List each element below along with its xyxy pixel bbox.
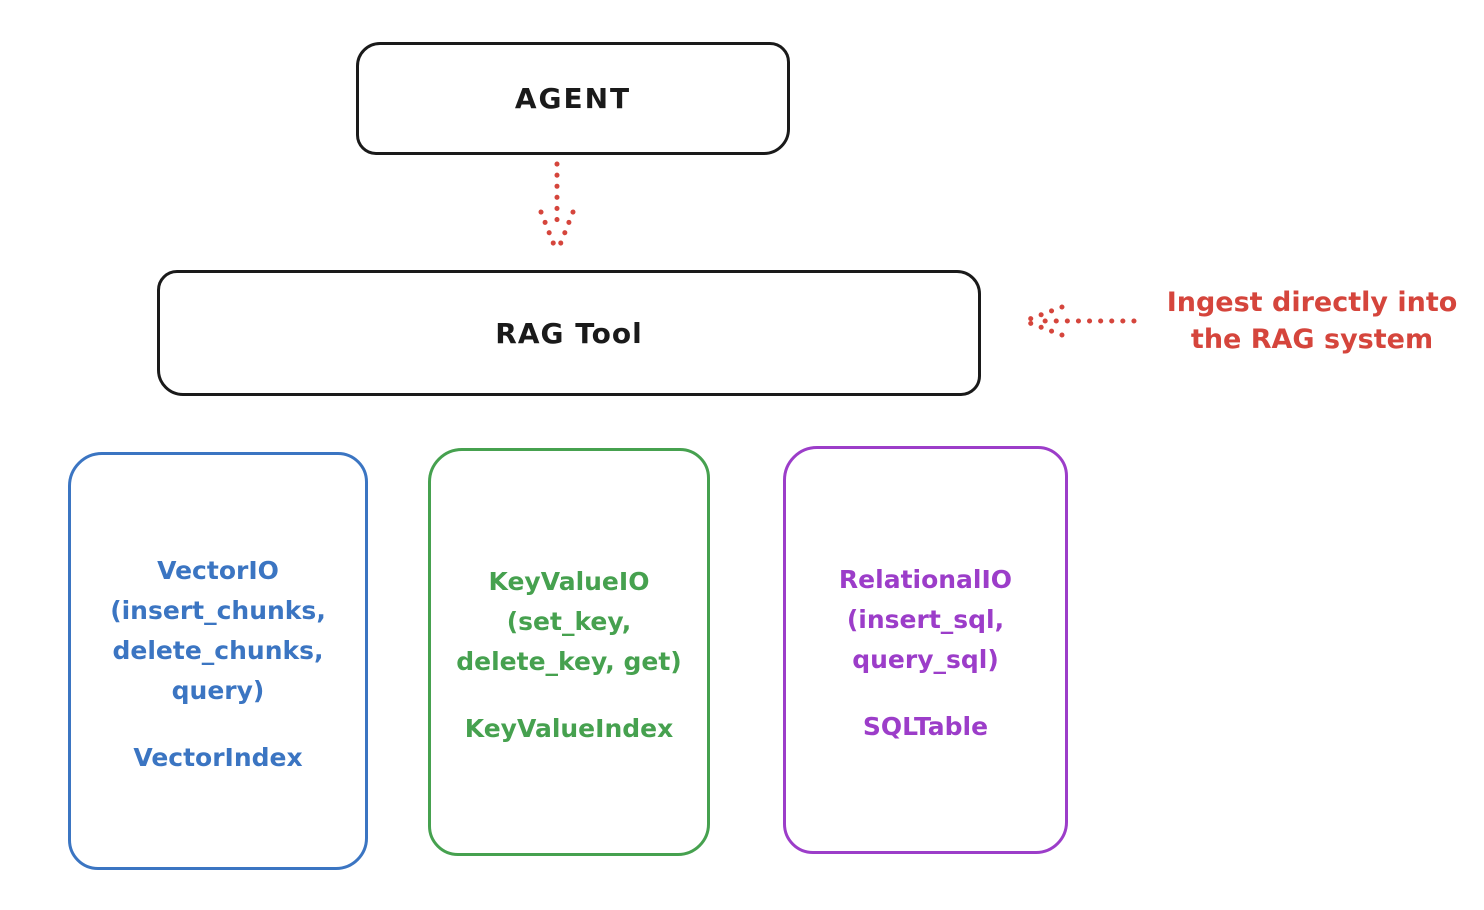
relational-io-line-1: RelationalIO — [838, 564, 1013, 594]
keyvalue-io-line-2: (set_key, — [506, 606, 632, 636]
arrow-ingest-to-rag-tool — [1019, 304, 1137, 338]
rag-tool-node: RAG Tool — [157, 270, 981, 396]
keyvalue-index-label: KeyValueIndex — [464, 713, 674, 743]
keyvalue-io-node: KeyValueIO (set_key, delete_key, get) Ke… — [428, 448, 710, 856]
vector-io-line-3: delete_chunks, — [112, 635, 324, 665]
vector-index-label: VectorIndex — [133, 742, 303, 772]
relational-io-signature: RelationalIO (insert_sql, query_sql) — [839, 560, 1012, 680]
vector-io-signature: VectorIO (insert_chunks, delete_chunks, … — [110, 551, 326, 711]
ingest-annotation-line-2: the RAG system — [1190, 324, 1434, 355]
agent-node-label: AGENT — [514, 82, 632, 115]
keyvalue-io-signature: KeyValueIO (set_key, delete_key, get) — [456, 562, 681, 682]
keyvalue-io-line-3: delete_key, get) — [456, 646, 682, 676]
relational-io-line-2: (insert_sql, — [846, 604, 1005, 634]
agent-node: AGENT — [356, 42, 790, 155]
sql-table-label: SQLTable — [862, 711, 989, 741]
vector-io-line-4: query) — [171, 675, 265, 705]
vector-io-line-2: (insert_chunks, — [110, 595, 326, 625]
ingest-annotation: Ingest directly into the RAG system — [1140, 284, 1484, 358]
relational-io-node: RelationalIO (insert_sql, query_sql) SQL… — [783, 446, 1068, 854]
ingest-annotation-line-1: Ingest directly into — [1166, 287, 1458, 318]
vector-io-node: VectorIO (insert_chunks, delete_chunks, … — [68, 452, 368, 870]
rag-tool-node-label: RAG Tool — [495, 316, 643, 350]
relational-io-line-3: query_sql) — [852, 644, 999, 674]
arrow-agent-to-rag-tool — [538, 161, 576, 263]
keyvalue-io-line-1: KeyValueIO — [488, 566, 650, 596]
vector-io-line-1: VectorIO — [157, 555, 279, 585]
